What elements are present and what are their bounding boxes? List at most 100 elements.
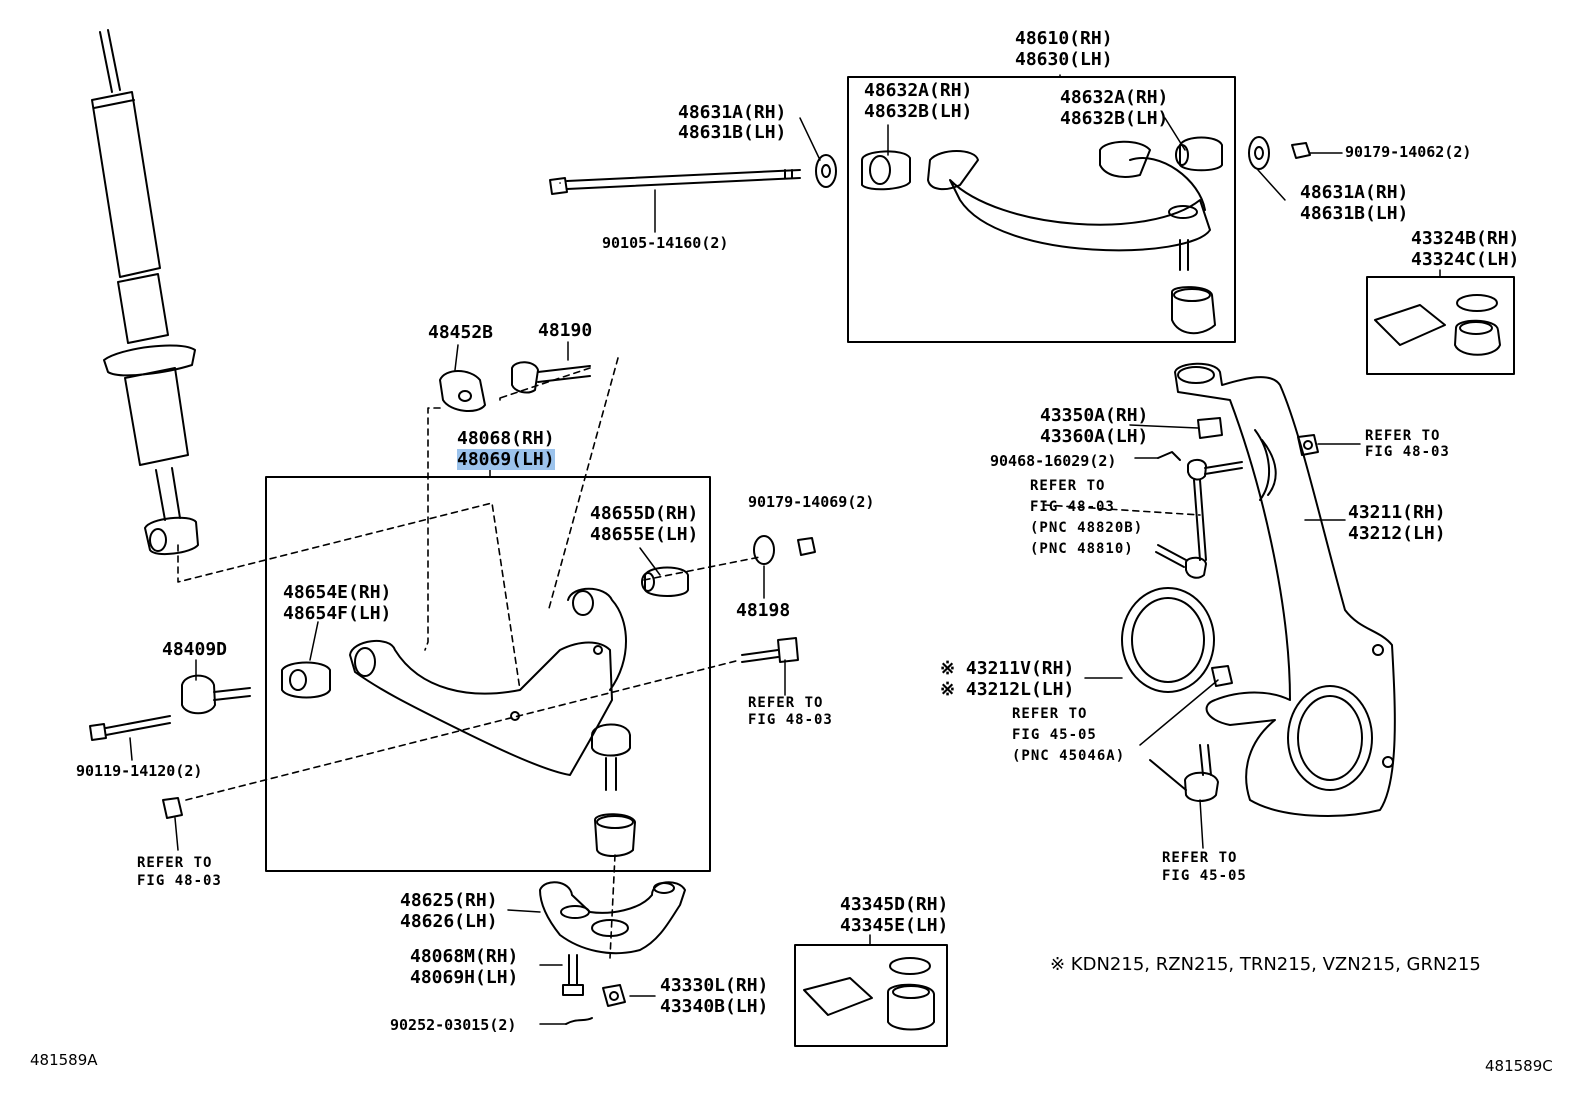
refer-label-6a: REFER TO <box>1162 850 1238 866</box>
label-43324b[interactable]: 43324B(RH) <box>1411 228 1520 249</box>
boot-kit-frame-bottom <box>794 944 948 1047</box>
label-48654e[interactable]: 48654E(RH) <box>283 582 392 603</box>
cotter-pin-90252-icon[interactable] <box>565 1017 593 1025</box>
label-48409d[interactable]: 48409D <box>162 639 228 660</box>
figure-code-left: 481589A <box>30 1051 98 1069</box>
label-48654f[interactable]: 48654F(LH) <box>283 603 392 624</box>
label-48631a-right[interactable]: 48631A(RH) <box>1300 182 1409 203</box>
label-48068[interactable]: 48068(RH) <box>457 428 555 449</box>
label-90105[interactable]: 90105-14160(2) <box>602 234 729 252</box>
nut-90179-14062-icon[interactable] <box>1291 142 1311 159</box>
washer-48198-icon[interactable] <box>753 535 775 565</box>
refer-label-3a: REFER TO <box>1030 478 1106 494</box>
label-48632b-left[interactable]: 48632B(LH) <box>864 101 973 122</box>
label-43350a[interactable]: 43350A(RH) <box>1040 405 1149 426</box>
pnc-45046a: (PNC 45046A) <box>1012 748 1126 764</box>
label-90119[interactable]: 90119-14120(2) <box>76 762 203 780</box>
label-48655e[interactable]: 48655E(LH) <box>590 524 699 545</box>
bushing-48632b-icon[interactable] <box>1175 136 1223 172</box>
dashed-leaders <box>177 182 1201 959</box>
label-48625[interactable]: 48625(RH) <box>400 890 498 911</box>
refer-label-2a: REFER TO <box>748 695 824 711</box>
steering-knuckle-arm-icon[interactable] <box>539 881 686 955</box>
ball-joint-icon[interactable] <box>591 723 636 857</box>
label-48610[interactable]: 48610(RH) <box>1015 28 1113 49</box>
label-43211v[interactable]: ※ 43211V(RH) <box>940 658 1075 679</box>
refer-label-6b[interactable]: FIG 45-05 <box>1162 868 1247 884</box>
label-48631a-top[interactable]: 48631A(RH) <box>678 102 787 123</box>
nut-90179-14069-icon[interactable] <box>797 537 816 556</box>
shock-absorber-icon[interactable] <box>91 29 199 556</box>
label-48655d[interactable]: 48655D(RH) <box>590 503 699 524</box>
label-48631b-top[interactable]: 48631B(LH) <box>678 122 787 143</box>
bolt-48068m-icon[interactable] <box>562 954 584 996</box>
lower-control-arm-icon[interactable] <box>349 587 627 776</box>
stabilizer-link-icon[interactable] <box>1155 458 1243 579</box>
label-48630[interactable]: 48630(LH) <box>1015 49 1113 70</box>
nut-refer-45-05-icon[interactable] <box>1211 665 1233 687</box>
boot-kit-43345-icon[interactable] <box>803 957 935 1031</box>
refer-label-3b[interactable]: FIG 48-03 <box>1030 499 1115 515</box>
refer-label-5a: REFER TO <box>1012 706 1088 722</box>
label-90252[interactable]: 90252-03015(2) <box>390 1016 517 1034</box>
label-48632b-right[interactable]: 48632B(LH) <box>1060 108 1169 129</box>
label-43340b[interactable]: 43340B(LH) <box>660 996 769 1017</box>
nut-43330l-icon[interactable] <box>602 984 626 1007</box>
label-48068m[interactable]: 48068M(RH) <box>410 946 519 967</box>
label-90468[interactable]: 90468-16029(2) <box>990 452 1117 470</box>
label-48452b[interactable]: 48452B <box>428 322 494 343</box>
refer-label-5b[interactable]: FIG 45-05 <box>1012 727 1097 743</box>
tie-rod-end-icon[interactable] <box>1149 744 1219 802</box>
bolt-90105-icon[interactable] <box>549 169 801 195</box>
label-43324c[interactable]: 43324C(LH) <box>1411 249 1520 270</box>
seal-43211v-icon[interactable] <box>1121 587 1215 693</box>
label-43345d[interactable]: 43345D(RH) <box>840 894 949 915</box>
bushing-48655-icon[interactable] <box>641 566 689 597</box>
bushing-48654-icon[interactable] <box>281 661 331 699</box>
refer-label-2b[interactable]: FIG 48-03 <box>748 712 833 728</box>
nut-refer-48-03-right-icon[interactable] <box>1297 434 1319 456</box>
cam-washer-48409d-icon[interactable] <box>181 674 251 715</box>
label-48069h[interactable]: 48069H(LH) <box>410 967 519 988</box>
label-43360a[interactable]: 43360A(LH) <box>1040 426 1149 447</box>
upper-control-arm-icon[interactable] <box>861 140 1216 335</box>
figure-code-right: 481589C <box>1485 1057 1553 1075</box>
cam-bolt-48190-icon[interactable] <box>511 361 591 394</box>
upper-arm-frame <box>847 76 1236 343</box>
lower-arm-frame <box>265 476 711 872</box>
label-48069-highlighted[interactable]: 48069(LH) <box>457 449 555 470</box>
label-48190[interactable]: 48190 <box>538 320 593 341</box>
pnc-48810: (PNC 48810) <box>1030 541 1134 557</box>
washer-48452b-icon[interactable] <box>439 370 486 412</box>
model-applicability-note: ※ KDN215, RZN215, TRN215, VZN215, GRN215 <box>1050 954 1481 975</box>
label-48632a-left[interactable]: 48632A(RH) <box>864 80 973 101</box>
leader-lines <box>129 74 1441 1025</box>
refer-label-4b[interactable]: FIG 48-03 <box>1365 444 1450 460</box>
refer-label-1a: REFER TO <box>137 855 213 871</box>
boot-kit-43324-icon[interactable] <box>1374 294 1501 356</box>
label-48626[interactable]: 48626(LH) <box>400 911 498 932</box>
washer-48631-icon[interactable] <box>815 154 837 188</box>
label-48631b-right[interactable]: 48631B(LH) <box>1300 203 1409 224</box>
nut-43350a-icon[interactable] <box>1197 417 1223 439</box>
bolt-refer-48-03-icon[interactable] <box>741 637 799 663</box>
label-48632a-right[interactable]: 48632A(RH) <box>1060 87 1169 108</box>
label-48198[interactable]: 48198 <box>736 600 791 621</box>
label-43345e[interactable]: 43345E(LH) <box>840 915 949 936</box>
label-43212[interactable]: 43212(LH) <box>1348 523 1446 544</box>
label-90179-14062[interactable]: 90179-14062(2) <box>1345 143 1472 161</box>
label-90179-14069[interactable]: 90179-14069(2) <box>748 493 875 511</box>
clip-90468-icon[interactable] <box>1157 451 1181 461</box>
label-43330l[interactable]: 43330L(RH) <box>660 975 769 996</box>
refer-label-4a: REFER TO <box>1365 428 1441 444</box>
label-43211[interactable]: 43211(RH) <box>1348 502 1446 523</box>
pnc-48820b: (PNC 48820B) <box>1030 520 1144 536</box>
washer-48631-right-icon[interactable] <box>1248 136 1270 170</box>
refer-label-1b[interactable]: FIG 48-03 <box>137 873 222 889</box>
nut-lower-left-icon[interactable] <box>162 797 183 819</box>
highlight-48069: 48069(LH) <box>457 449 555 470</box>
bolt-90119-icon[interactable] <box>89 715 171 741</box>
label-43212l[interactable]: ※ 43212L(LH) <box>940 679 1075 700</box>
knuckle-43211-icon[interactable] <box>1174 362 1396 817</box>
